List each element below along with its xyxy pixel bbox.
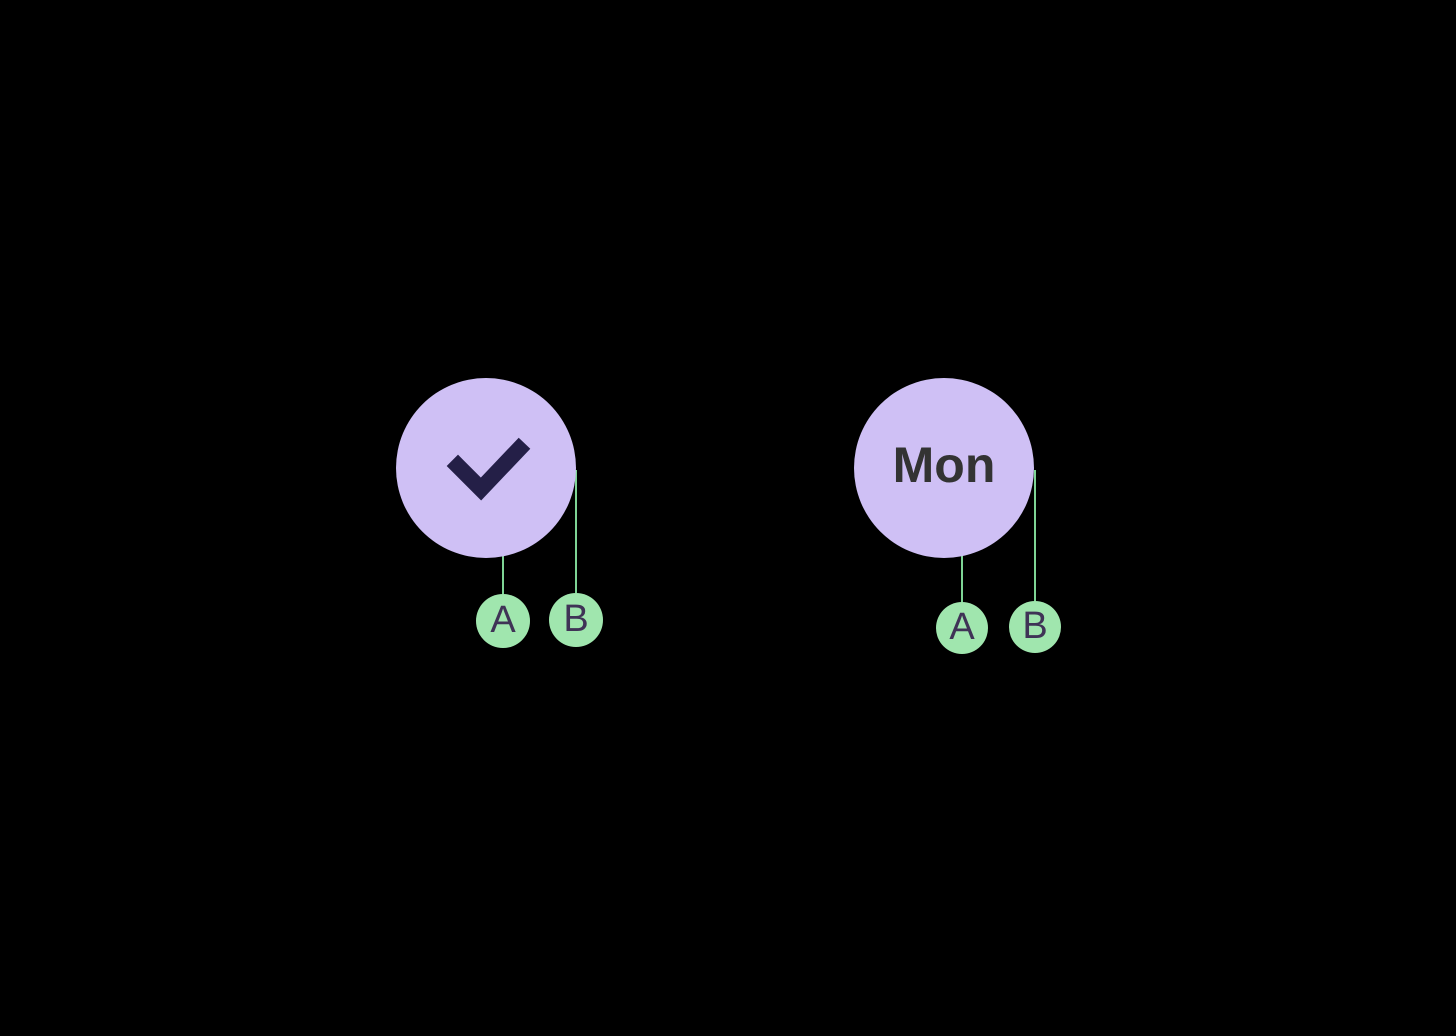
child-node-b-label: B [563,598,588,640]
node-group-check: A B [396,378,603,648]
node-group-mon: Mon A B [854,378,1061,654]
mon-node-label: Mon [893,437,996,493]
check-icon [446,437,531,501]
child-node-a[interactable] [476,594,530,648]
child-node-b[interactable] [1009,601,1061,653]
child-node-b[interactable] [549,593,603,647]
checkmark-node[interactable] [396,378,576,558]
child-node-a-label: A [949,606,975,648]
child-node-b-label: B [1022,605,1047,647]
mon-node[interactable] [854,378,1034,558]
child-node-a[interactable] [936,602,988,654]
child-node-a-label: A [490,599,516,641]
